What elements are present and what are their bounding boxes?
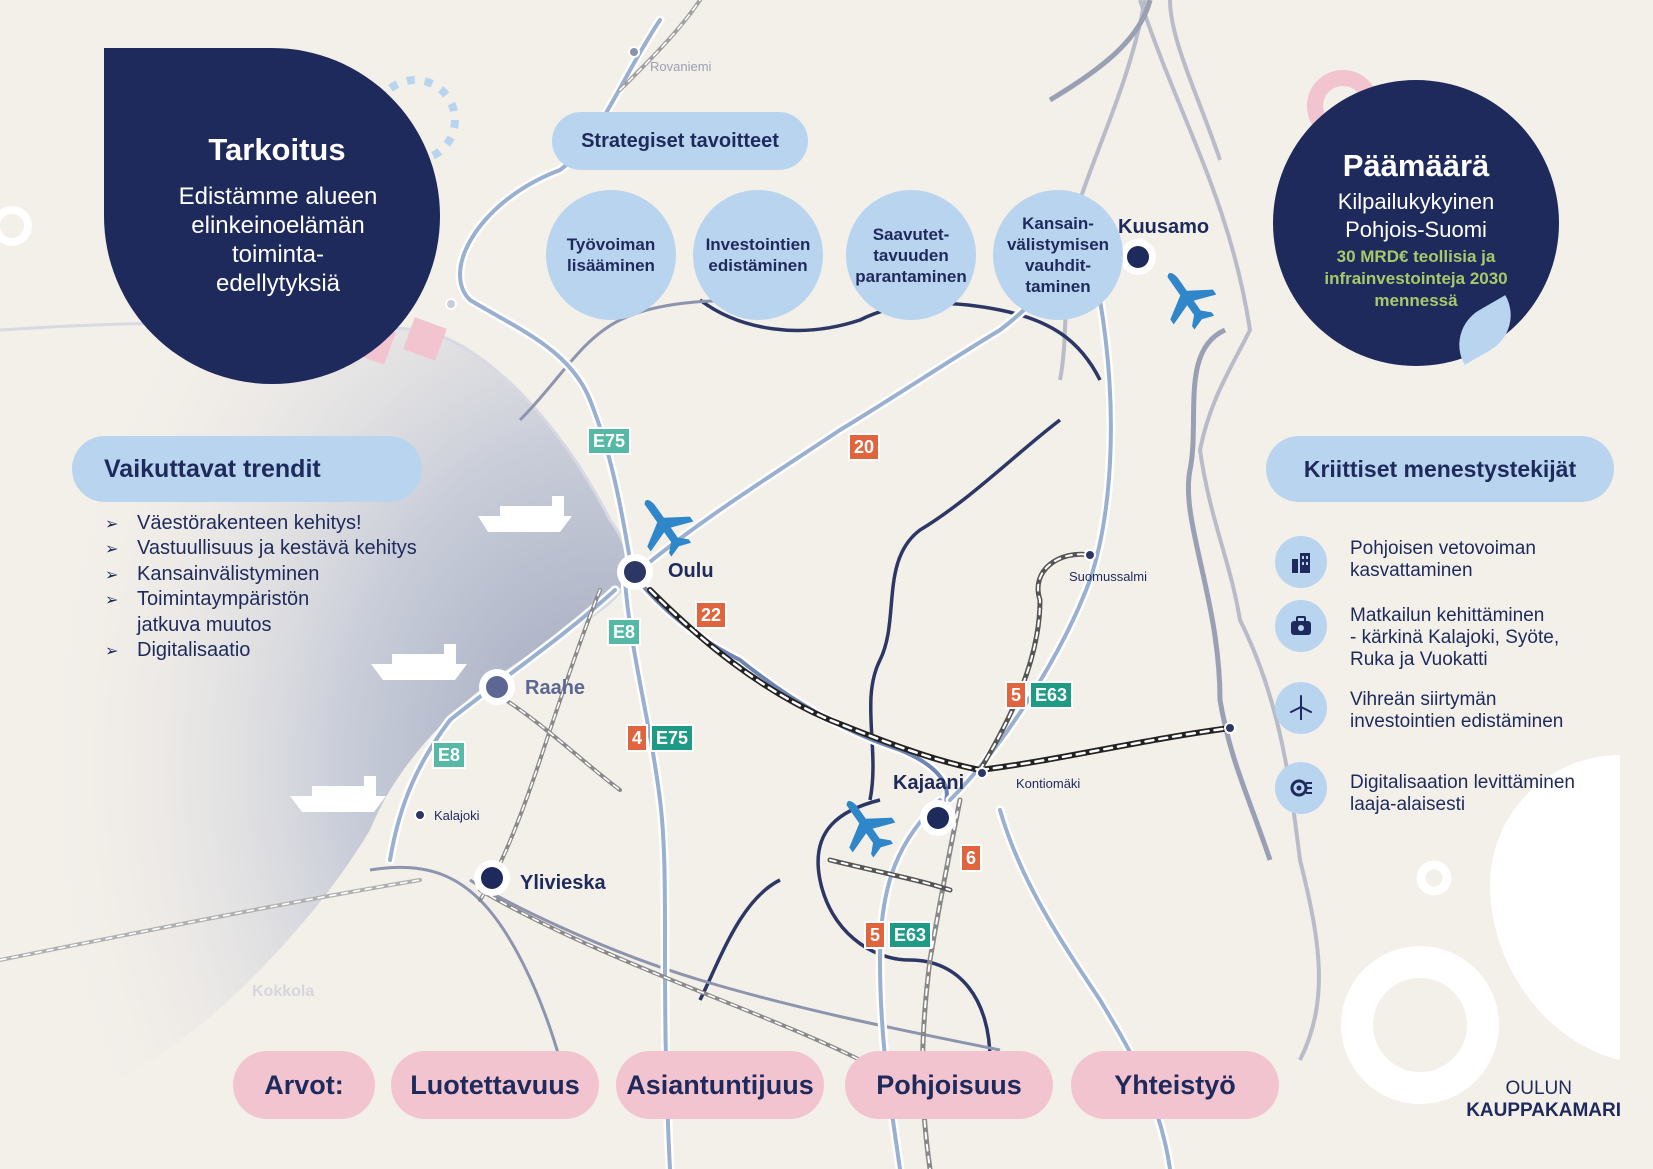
- place-label-kalajoki: Kalajoki: [434, 808, 480, 823]
- value-pill-luotettavuus: Luotettavuus: [391, 1051, 599, 1119]
- arrow-icon: ➢: [105, 567, 119, 584]
- goal-title: Päämäärä: [1342, 148, 1490, 183]
- ship-icon: [371, 644, 467, 680]
- road-sign-5: 5: [1005, 681, 1028, 709]
- strategic-goals-title: Strategiset tavoitteet: [552, 112, 808, 170]
- logo: OULUN KAUPPAKAMARI: [1466, 1078, 1621, 1121]
- wind-turbine-icon: [1275, 682, 1327, 734]
- building-icon: [1275, 536, 1327, 588]
- arrow-icon: ➢: [105, 592, 119, 609]
- trend-item: ➢Digitalisaatio: [105, 638, 250, 664]
- road-sign-e8-south: E8: [432, 741, 467, 769]
- city-label-kuusamo: Kuusamo: [1118, 216, 1210, 238]
- goal-panel: [1273, 80, 1559, 366]
- city-markers: [414, 46, 1236, 896]
- road-sign-e75-south: E75: [650, 724, 695, 752]
- purpose-title: Tarkoitus: [208, 132, 346, 167]
- values-label: Arvot:: [233, 1051, 375, 1119]
- ship-icon: [290, 776, 386, 812]
- goal-text: Kilpailukykyinen Pohjois-Suomi: [1337, 189, 1495, 242]
- place-label-rovaniemi: Rovaniemi: [650, 59, 712, 74]
- city-label-kajaani: Kajaani: [893, 772, 965, 794]
- place-label-kokkola: Kokkola: [252, 983, 315, 1000]
- airplane-icon: [644, 500, 694, 557]
- road-sign-4: 4: [626, 724, 649, 752]
- road-sign-e63: E63: [1029, 681, 1074, 709]
- road-sign-20: 20: [848, 433, 881, 461]
- road-sign-22: 22: [695, 601, 728, 629]
- road-sign-e8: E8: [607, 618, 642, 646]
- value-pill-asiantuntijuus: Asiantuntijuus: [616, 1051, 824, 1119]
- place-label-kontiomaki: Kontiomäki: [1016, 776, 1081, 791]
- purpose-panel: [104, 48, 440, 384]
- value-pill-pohjoisuus: Pohjoisuus: [845, 1051, 1053, 1119]
- purpose-text: Edistämme alueen elinkeinoelämän toimint…: [178, 183, 378, 297]
- place-label-suomussalmi: Suomussalmi: [1069, 569, 1148, 584]
- value-pill-yhteistyo: Yhteistyö: [1071, 1051, 1279, 1119]
- city-label-raahe: Raahe: [525, 677, 586, 699]
- suitcase-icon: [1275, 600, 1327, 652]
- city-label-oulu: Oulu: [668, 560, 714, 582]
- arrow-icon: ➢: [105, 643, 119, 660]
- factor-item: Matkailun kehittäminen- kärkinä Kalajoki…: [1350, 605, 1560, 670]
- arrow-icon: ➢: [105, 541, 119, 558]
- road-sign-e63-south: E63: [888, 921, 933, 949]
- road-sign-6: 6: [960, 844, 983, 872]
- digital-icon: [1275, 762, 1327, 814]
- trends-title: Vaikuttavat trendit: [72, 436, 422, 502]
- airplane-icon: [1167, 273, 1217, 330]
- goal-highlight: 30 MRD€ teollisia ja infrainvestointeja …: [1324, 247, 1508, 310]
- road-sign-e75: E75: [587, 427, 632, 455]
- road-sign-5-south: 5: [864, 921, 887, 949]
- airplane-icon: [846, 801, 896, 858]
- trend-item: ➢Kansainvälistyminen: [105, 562, 319, 588]
- arrow-icon: ➢: [105, 516, 119, 533]
- trend-item: ➢Vastuullisuus ja kestävä kehitys: [105, 536, 417, 562]
- critical-factors-title: Kriittiset menestystekijät: [1266, 436, 1614, 502]
- trend-item: ➢Väestörakenteen kehitys!: [105, 511, 362, 537]
- ship-icon: [478, 496, 572, 532]
- city-label-ylivieska: Ylivieska: [520, 872, 606, 894]
